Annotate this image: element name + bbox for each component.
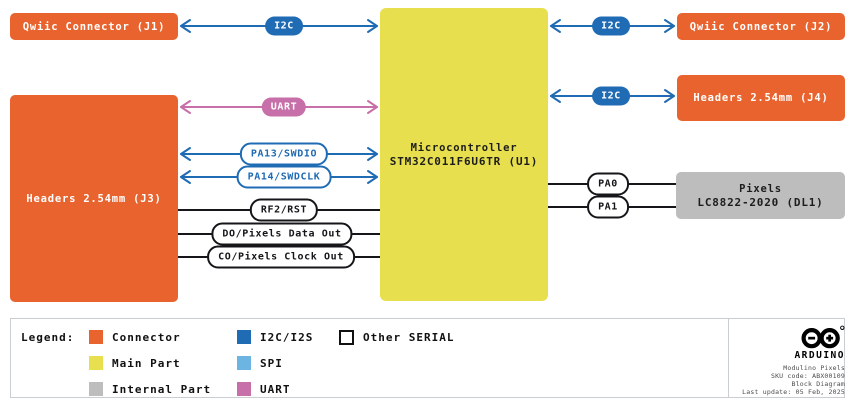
pill-i2c-j1: I2C bbox=[265, 16, 303, 36]
legend-title: Legend: bbox=[21, 331, 75, 344]
mcu-part-number: STM32C011F6U6TR (U1) bbox=[389, 154, 539, 168]
block-headers-j3-label: Headers 2.54mm (J3) bbox=[26, 192, 162, 205]
legend-swatch-i2c bbox=[237, 330, 251, 344]
pixels-name: Pixels bbox=[739, 182, 782, 195]
pixels-part-number: LC8822-2020 (DL1) bbox=[697, 195, 824, 209]
sku-code: SKU code: ABX00109 bbox=[770, 372, 845, 380]
legend-item-spi: SPI bbox=[237, 356, 283, 370]
product-name: Modulino Pixels bbox=[783, 364, 845, 372]
legend-swatch-connector bbox=[89, 330, 103, 344]
block-pixels: Pixels LC8822-2020 (DL1) bbox=[676, 172, 845, 219]
legend-swatch-uart bbox=[237, 382, 251, 396]
pill-pa1: PA1 bbox=[587, 195, 629, 219]
block-qwiic-j2-label: Qwiic Connector (J2) bbox=[689, 20, 833, 33]
block-headers-j3: Headers 2.54mm (J3) bbox=[10, 95, 178, 302]
pill-i2c-j2: I2C bbox=[592, 16, 630, 36]
brand-name: ARDUINO bbox=[794, 350, 845, 361]
info-panel: ARDUINO Modulino Pixels SKU code: ABX001… bbox=[728, 319, 850, 397]
legend-swatch-internal-part bbox=[89, 382, 103, 396]
pill-pa13-swdio: PA13/SWDIO bbox=[239, 142, 329, 166]
pill-rf2-rst: RF2/RST bbox=[249, 198, 319, 222]
legend-panel: Legend: Connector Main Part Internal Par… bbox=[10, 318, 845, 398]
legend-item-internal-part: Internal Part bbox=[89, 382, 211, 396]
block-qwiic-j1: Qwiic Connector (J1) bbox=[10, 13, 178, 40]
pill-pixels-clock-out: CO/Pixels Clock Out bbox=[207, 245, 355, 269]
block-qwiic-j1-label: Qwiic Connector (J1) bbox=[22, 20, 166, 33]
block-microcontroller: Microcontroller STM32C011F6U6TR (U1) bbox=[380, 8, 548, 301]
pill-i2c-j4: I2C bbox=[592, 86, 630, 106]
pill-pa0: PA0 bbox=[587, 172, 629, 196]
legend-item-i2c: I2C/I2S bbox=[237, 330, 313, 344]
mcu-name: Microcontroller bbox=[410, 141, 518, 154]
doc-type: Block Diagram bbox=[791, 380, 845, 388]
last-update: Last update: 05 Feb, 2025 bbox=[742, 388, 845, 396]
block-headers-j4: Headers 2.54mm (J4) bbox=[677, 75, 845, 121]
legend-item-other-serial: Other SERIAL bbox=[339, 330, 454, 345]
block-headers-j4-label: Headers 2.54mm (J4) bbox=[693, 92, 829, 104]
legend-swatch-spi bbox=[237, 356, 251, 370]
legend-item-connector: Connector bbox=[89, 330, 181, 344]
pill-pa14-swdclk: PA14/SWDCLK bbox=[236, 165, 332, 189]
legend-item-main-part: Main Part bbox=[89, 356, 181, 370]
arduino-logo bbox=[801, 325, 845, 349]
legend-item-uart: UART bbox=[237, 382, 291, 396]
legend-swatch-main-part bbox=[89, 356, 103, 370]
block-qwiic-j2: Qwiic Connector (J2) bbox=[677, 13, 845, 40]
pill-pixels-data-out: DO/Pixels Data Out bbox=[211, 222, 353, 246]
pill-uart: UART bbox=[261, 97, 307, 117]
legend-swatch-other-serial bbox=[339, 330, 354, 345]
